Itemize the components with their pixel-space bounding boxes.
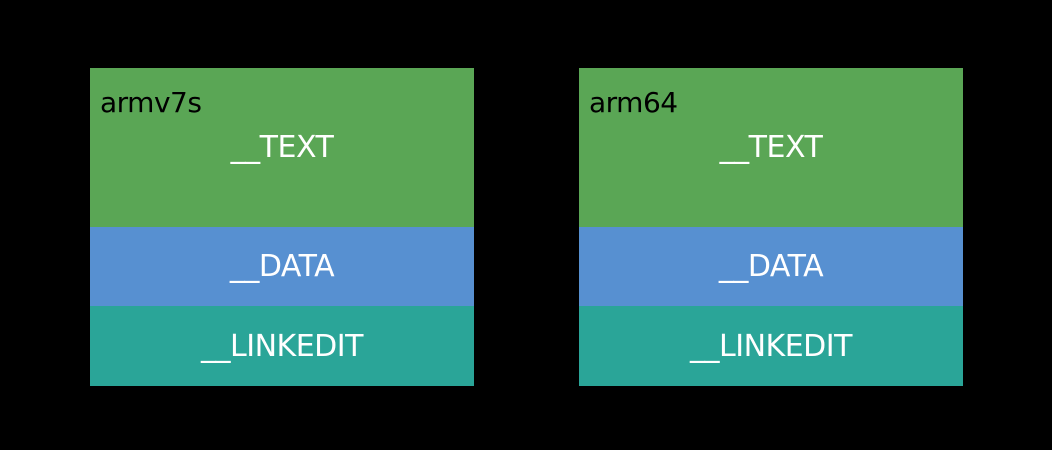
binary-arm64: __TEXT __DATA __LINKEDIT arm64 (579, 68, 963, 386)
arch-label: arm64 (589, 86, 678, 119)
text-segment: __TEXT (90, 68, 474, 227)
data-segment: __DATA (579, 227, 963, 306)
text-segment-label: __TEXT (719, 130, 823, 165)
data-segment-label: __DATA (229, 249, 335, 284)
linkedit-segment-label: __LINKEDIT (201, 328, 363, 364)
data-segment-label: __DATA (718, 249, 824, 284)
linkedit-segment: __LINKEDIT (579, 306, 963, 386)
text-segment-label: __TEXT (230, 130, 334, 165)
linkedit-segment-label: __LINKEDIT (690, 328, 852, 364)
data-segment: __DATA (90, 227, 474, 306)
arch-label: armv7s (100, 86, 202, 119)
text-segment: __TEXT (579, 68, 963, 227)
binary-armv7s: __TEXT __DATA __LINKEDIT armv7s (90, 68, 474, 386)
linkedit-segment: __LINKEDIT (90, 306, 474, 386)
